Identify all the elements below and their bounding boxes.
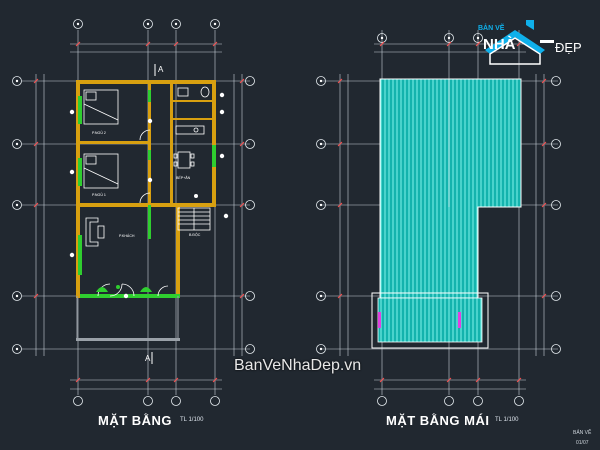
plan-section-lines xyxy=(151,64,156,364)
roof-dimension-ticks xyxy=(337,41,547,383)
roof-surface xyxy=(371,78,522,349)
plan-walls xyxy=(76,80,216,341)
logo-house-icon xyxy=(485,20,554,65)
logo-top-text: BẢN VẼ xyxy=(478,25,505,32)
plan-axis-dots xyxy=(15,22,217,351)
plan-title: MẶT BẰNG xyxy=(98,413,173,428)
sheet-label: BẢN VẼ xyxy=(573,430,592,436)
roof-axis-dots xyxy=(319,36,480,351)
roof-axis-bubbles xyxy=(316,33,561,406)
logo-dep-text: ĐẸP xyxy=(555,40,582,55)
room-label-stair: B.ĐỘC xyxy=(189,232,201,237)
room-label-bed2: P.NGỦ 2 xyxy=(92,130,106,135)
sheet-number: 01/07 xyxy=(576,440,589,446)
roof-scale: TL 1/100 xyxy=(495,417,519,423)
plan-section-marks: A A xyxy=(145,65,164,363)
room-label-bed1: P.NGỦ 1 xyxy=(92,192,106,197)
plan-axis-bubbles xyxy=(12,19,255,406)
section-mark-bottom: A xyxy=(145,354,151,363)
plan-markers xyxy=(69,92,229,299)
roof-title: MẶT BẰNG MÁI xyxy=(386,413,490,428)
room-label-kitchen: BẾP+ĂN xyxy=(176,175,191,180)
plan-furniture xyxy=(83,86,211,297)
section-mark-top: A xyxy=(158,65,164,74)
watermark-text: BanVeNhaDep.vn xyxy=(234,357,362,374)
plan-scale: TL 1/100 xyxy=(180,417,204,423)
plan-dimension-ticks xyxy=(33,41,245,383)
logo-brand-text: NHÀ xyxy=(483,36,516,53)
plan-room-labels: P.NGỦ 2 P.NGỦ 1 BẾP+ĂN P.KHÁCH B.ĐỘC xyxy=(92,130,201,238)
room-label-living: P.KHÁCH xyxy=(119,234,135,238)
plan-plants xyxy=(96,285,152,292)
